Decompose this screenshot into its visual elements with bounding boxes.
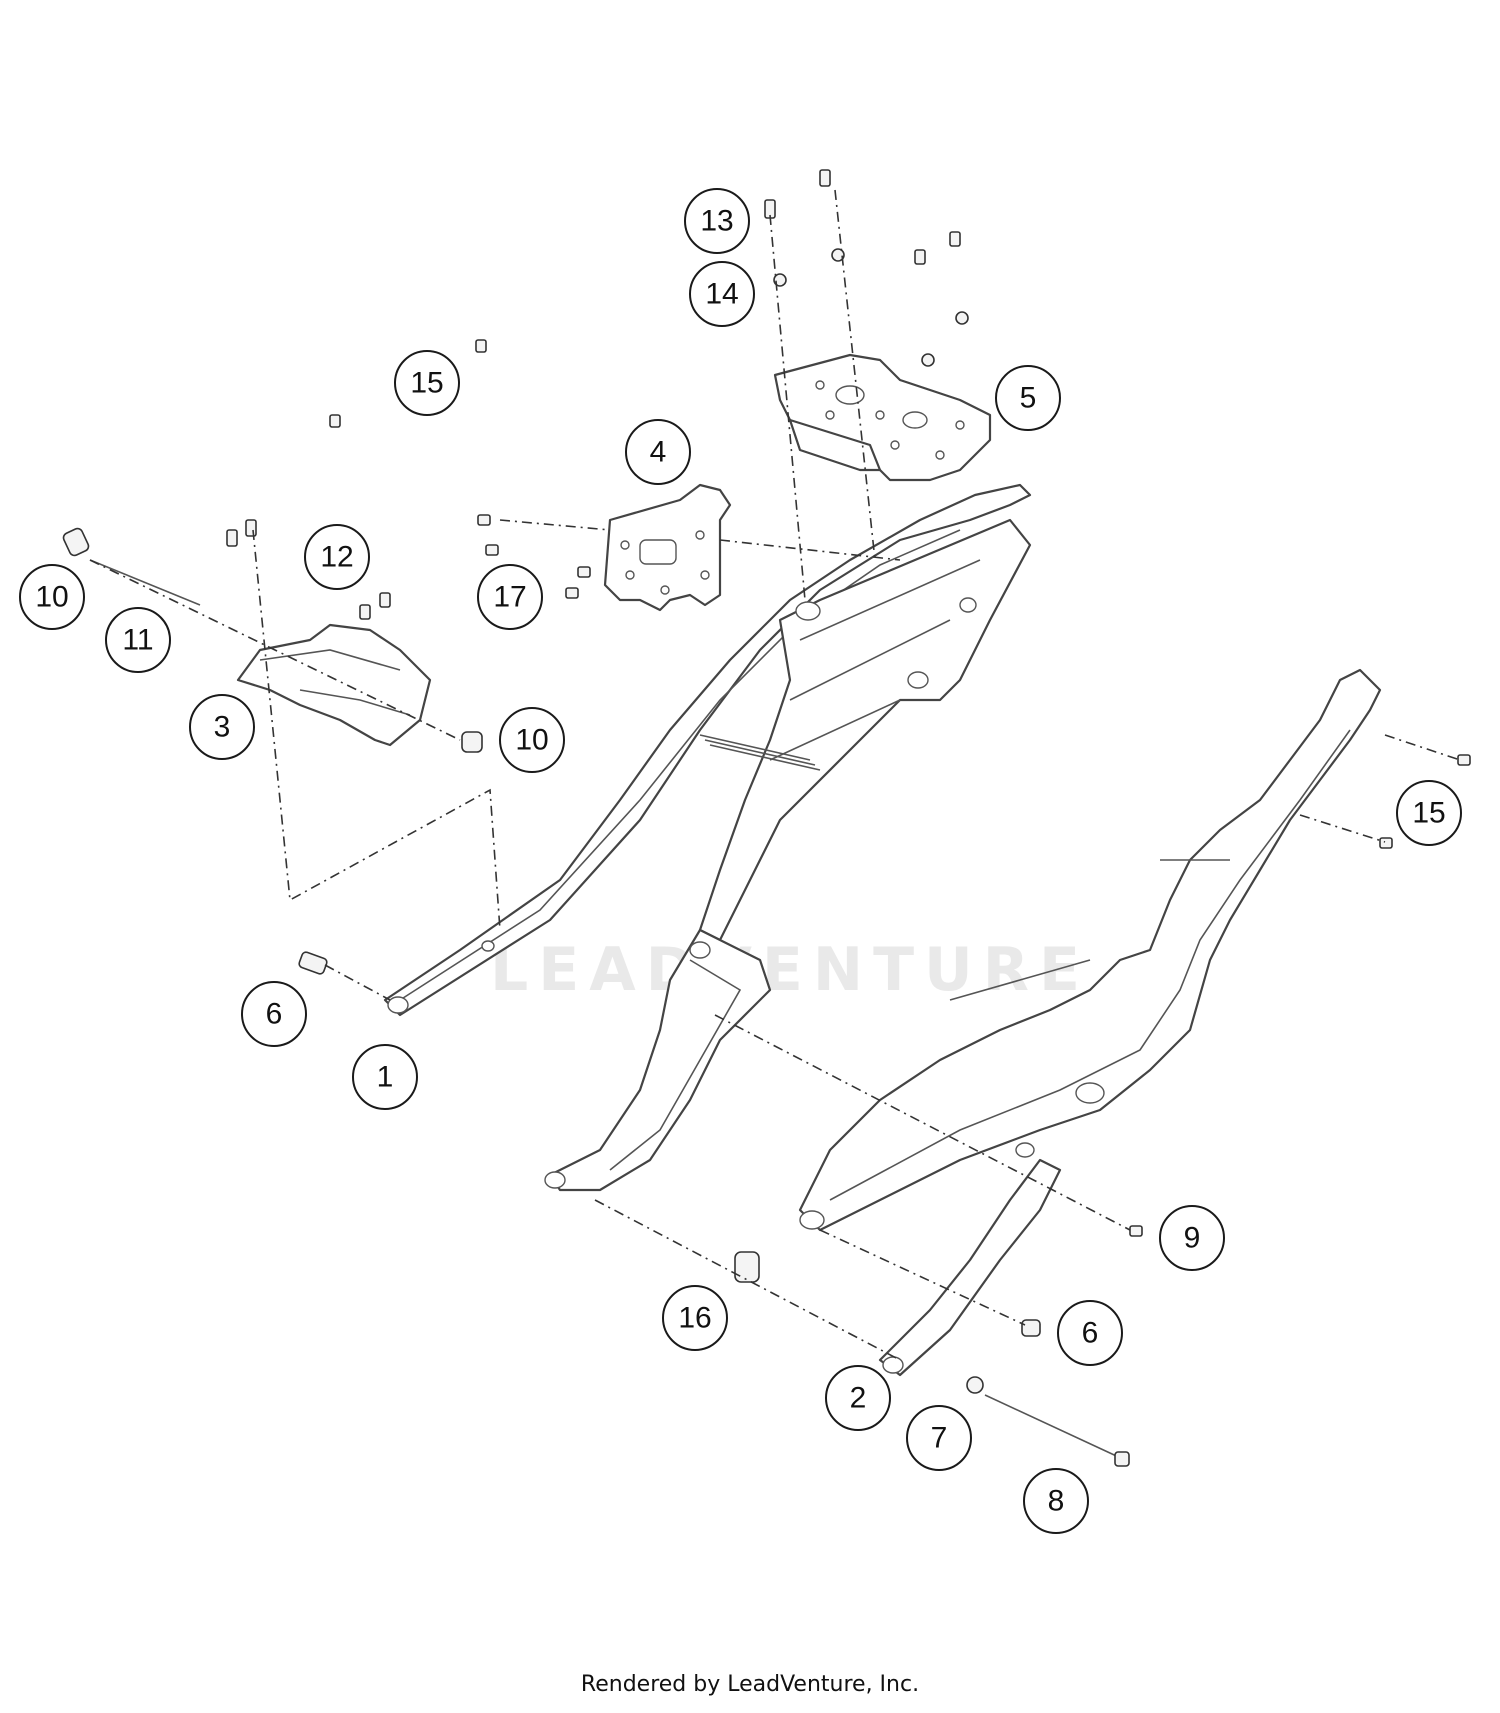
fastener-8-long-bolt [984, 1394, 1130, 1467]
svg-text:1: 1 [377, 1061, 394, 1094]
svg-text:6: 6 [266, 998, 283, 1031]
callout-10-right: 10 [499, 707, 565, 773]
callout-11: 11 [105, 607, 171, 673]
part-3-bracket [236, 623, 432, 747]
callout-16: 16 [662, 1285, 728, 1351]
footer-credit: Rendered by LeadVenture, Inc. [580, 1672, 920, 1697]
svg-text:11: 11 [122, 624, 153, 657]
fastener-6-right-nut [1021, 1319, 1041, 1337]
svg-text:12: 12 [320, 541, 353, 574]
svg-text:15: 15 [1412, 797, 1445, 830]
svg-text:10: 10 [515, 724, 548, 757]
callout-3: 3 [189, 694, 255, 760]
callout-8: 8 [1023, 1468, 1089, 1534]
svg-text:5: 5 [1020, 382, 1037, 415]
fastener-11-long-bolt [89, 559, 201, 606]
callout-5: 5 [995, 365, 1061, 431]
svg-text:13: 13 [700, 205, 733, 238]
fastener-15-top-screws [329, 339, 487, 428]
svg-text:7: 7 [931, 1422, 948, 1455]
callout-6-left: 6 [241, 981, 307, 1047]
part-16-bushing [734, 1251, 760, 1283]
svg-text:14: 14 [705, 278, 738, 311]
callout-6-right: 6 [1057, 1300, 1123, 1366]
part-5-top-plate [773, 353, 992, 482]
fastener-7-washer [966, 1376, 984, 1394]
fastener-9-bolt [1129, 1225, 1143, 1237]
callout-2: 2 [825, 1365, 891, 1431]
part-4-mounting-plate [603, 483, 732, 612]
svg-text:6: 6 [1082, 1317, 1099, 1350]
callout-14: 14 [689, 261, 755, 327]
svg-text:17: 17 [493, 581, 526, 614]
callout-12: 12 [304, 524, 370, 590]
callout-15-top: 15 [394, 350, 460, 416]
fastener-10-right-nut [461, 731, 483, 753]
svg-text:2: 2 [850, 1382, 867, 1415]
callout-1: 1 [352, 1044, 418, 1110]
svg-text:4: 4 [650, 436, 667, 469]
callout-13: 13 [684, 188, 750, 254]
part-2-right-subframe [798, 668, 1382, 1377]
callout-7: 7 [906, 1405, 972, 1471]
svg-text:10: 10 [35, 581, 68, 614]
fastener-10-left-nut [62, 527, 90, 557]
fastener-15-right-screws [1379, 754, 1471, 849]
watermark-text: LEADVENTURE [490, 935, 1090, 1005]
svg-text:8: 8 [1048, 1485, 1065, 1518]
svg-text:3: 3 [214, 711, 231, 744]
callout-10-left: 10 [19, 564, 85, 630]
svg-text:15: 15 [410, 367, 443, 400]
fastener-17-screws [477, 514, 591, 599]
assembly-lines [89, 189, 1461, 1361]
fastener-12-screws [226, 519, 391, 620]
callout-9: 9 [1159, 1205, 1225, 1271]
part-1-left-subframe [383, 483, 1032, 1192]
svg-text:9: 9 [1184, 1222, 1201, 1255]
svg-text:16: 16 [678, 1302, 711, 1335]
callout-17: 17 [477, 564, 543, 630]
callout-4: 4 [625, 419, 691, 485]
fastener-13-14-bolts [764, 169, 969, 367]
callout-15-right: 15 [1396, 780, 1462, 846]
fastener-6-left-bolt [298, 951, 328, 975]
